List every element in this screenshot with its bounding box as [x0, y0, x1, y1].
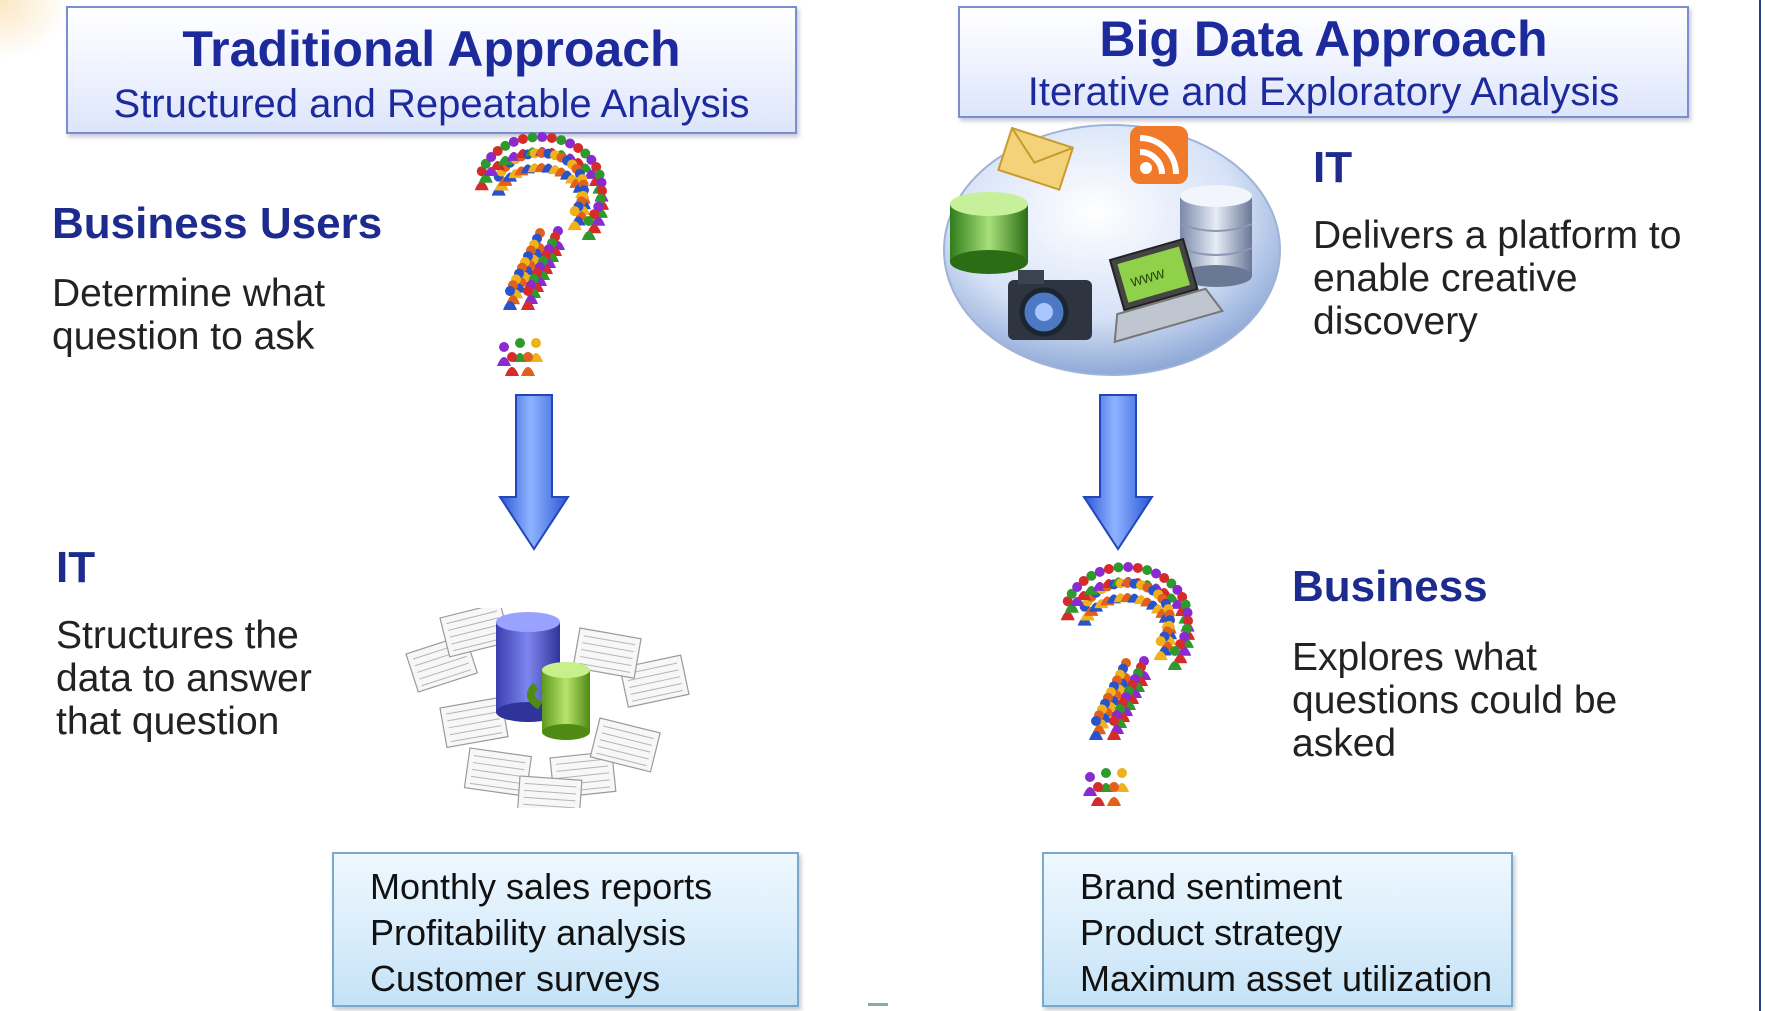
data-platform-icon: www	[943, 124, 1281, 376]
traditional-step1-desc: Determine what question to ask	[52, 272, 325, 358]
bigdata-step1-desc-line: enable creative	[1313, 257, 1578, 300]
traditional-examples-box: Monthly sales reports Profitability anal…	[332, 852, 799, 1007]
bigdata-subtitle: Iterative and Exploratory Analysis	[1027, 70, 1620, 114]
bigdata-examples-box: Brand sentiment Product strategy Maximum…	[1042, 852, 1513, 1007]
question-mark-people-figures	[474, 132, 609, 376]
bigdata-step2-desc-line: Explores what	[1292, 636, 1537, 679]
traditional-header: Traditional Approach Structured and Repe…	[66, 6, 797, 134]
envelope-icon	[997, 126, 1075, 191]
traditional-example-item: Profitability analysis	[370, 912, 687, 953]
question-mark-people-figures	[1060, 562, 1195, 806]
traditional-step2-desc-line: Structures the	[56, 614, 299, 657]
right-edge-rule	[1759, 0, 1761, 1011]
traditional-title: Traditional Approach	[182, 21, 681, 77]
bigdata-step2-desc: Explores what questions could be asked	[1292, 636, 1617, 765]
bigdata-step2-desc-line: asked	[1292, 722, 1397, 765]
bigdata-example-item: Product strategy	[1080, 912, 1343, 953]
database-icon	[1179, 185, 1253, 287]
report-sheets	[405, 608, 690, 808]
bottom-marker	[868, 1003, 888, 1006]
traditional-subtitle: Structured and Repeatable Analysis	[113, 82, 750, 126]
camera-icon	[1008, 270, 1092, 340]
rss-icon	[1130, 126, 1188, 184]
bigdata-step2-desc-line: questions could be	[1292, 679, 1618, 722]
traditional-example-item: Customer surveys	[370, 958, 661, 999]
traditional-step2-desc-line: data to answer	[56, 657, 312, 700]
bigdata-step1-title: IT	[1313, 143, 1353, 192]
question-mark-people-icon	[474, 132, 609, 376]
question-mark-people-icon	[1060, 562, 1195, 806]
bigdata-step2-title: Business	[1292, 562, 1488, 611]
traditional-step1-desc-line: question to ask	[52, 315, 315, 358]
bigdata-step1-desc-line: Delivers a platform to	[1313, 214, 1682, 257]
traditional-example-item: Monthly sales reports	[370, 866, 713, 907]
down-arrow-icon	[498, 394, 570, 551]
bigdata-step1-desc-line: discovery	[1313, 300, 1478, 343]
down-arrow-icon	[1082, 394, 1154, 551]
traditional-step2-desc: Structures the data to answer that quest…	[56, 614, 312, 743]
database-icon	[950, 192, 1028, 274]
bigdata-header: Big Data Approach Iterative and Explorat…	[958, 6, 1689, 118]
laptop-icon: www	[1108, 237, 1225, 344]
bigdata-step1-desc: Delivers a platform to enable creative d…	[1313, 214, 1681, 343]
corner-glow	[0, 0, 70, 60]
traditional-step2-desc-line: that question	[56, 700, 280, 743]
database-reports-icon	[405, 608, 690, 808]
bigdata-title: Big Data Approach	[1099, 11, 1548, 67]
traditional-step1-title: Business Users	[52, 199, 383, 248]
traditional-step2-title: IT	[56, 543, 96, 592]
traditional-step1-desc-line: Determine what	[52, 272, 326, 315]
bigdata-example-item: Brand sentiment	[1080, 866, 1343, 907]
bigdata-example-item: Maximum asset utilization	[1080, 958, 1493, 999]
